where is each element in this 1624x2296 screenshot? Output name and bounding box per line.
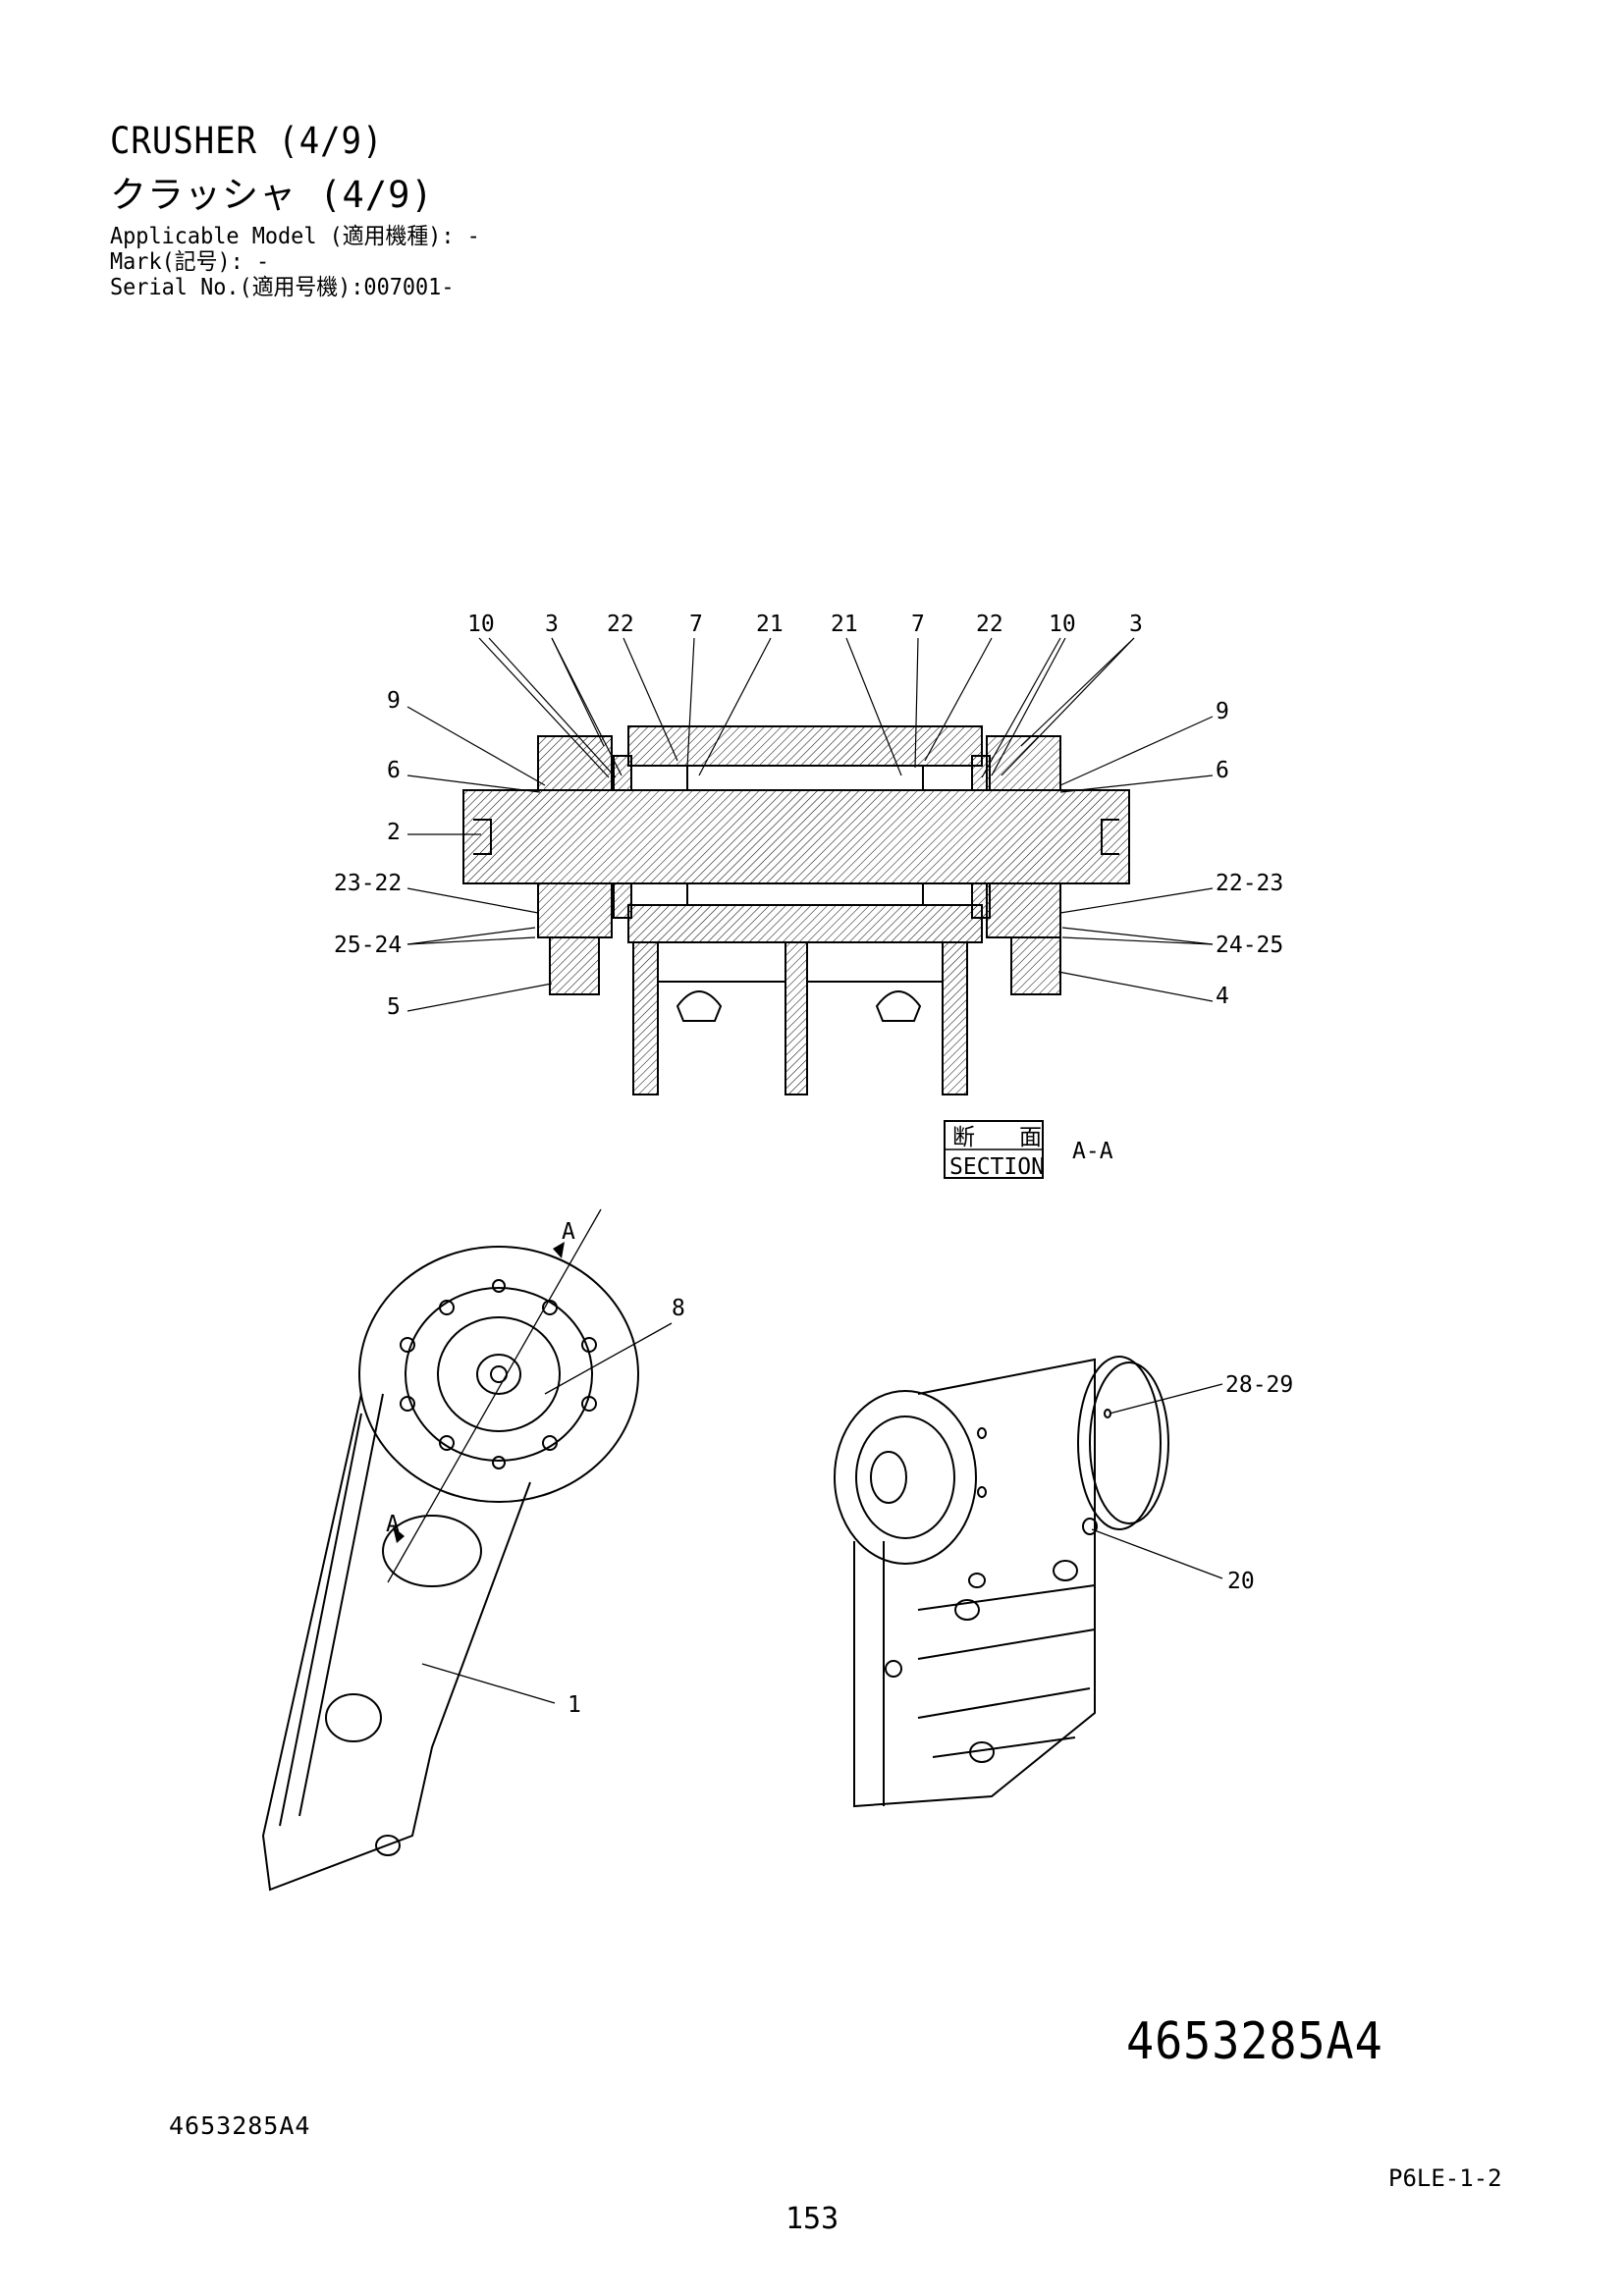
- section-arrow-top: [553, 1242, 565, 1258]
- callout-2: 2: [387, 820, 401, 845]
- section-mark-bottom: A: [386, 1512, 400, 1537]
- section-jp-2: 面: [1019, 1125, 1042, 1150]
- upper-housing: [627, 725, 983, 767]
- drawing-code-small: 4653285A4: [169, 2111, 311, 2140]
- lower-bore: [686, 882, 924, 906]
- callout-22-left: 22: [607, 612, 634, 637]
- upper-bore: [686, 765, 924, 791]
- callout-labels-right: 9 6 22-23 24-25 4: [1216, 699, 1283, 1009]
- callout-24-25: 24-25: [1216, 933, 1283, 958]
- applicable-model: Applicable Model (適用機種): -: [110, 224, 480, 249]
- callout-7-left: 7: [689, 612, 703, 637]
- section-jp-1: 断: [952, 1125, 975, 1150]
- callout-7-right: 7: [911, 612, 925, 637]
- section-suffix: A-A: [1072, 1139, 1113, 1164]
- callout-labels-top: 10 3 22 7 21 21 7 22 10 3: [467, 612, 1143, 637]
- callout-1: 1: [568, 1692, 581, 1718]
- callout-25-24: 25-24: [334, 933, 402, 958]
- page-number: 153: [785, 2202, 839, 2236]
- section-leaders: [406, 637, 1214, 1012]
- callout-28-29: 28-29: [1225, 1372, 1293, 1398]
- page-code: P6LE-1-2: [1388, 2164, 1502, 2192]
- frame-leg-left: [632, 942, 659, 1095]
- crusher-arm-view: [261, 1246, 639, 1892]
- section-view: [462, 725, 1130, 1095]
- right-flange-4: [1010, 936, 1061, 995]
- callout-4: 4: [1216, 984, 1229, 1009]
- title-jp: クラッシャ (4/9): [110, 174, 434, 216]
- crusher-body-view: [834, 1356, 1169, 1808]
- mark-line: Mark(記号): -: [110, 249, 270, 275]
- section-arrow-bottom: [393, 1526, 405, 1543]
- nut-left: [676, 990, 723, 1022]
- callout-23-22: 23-22: [334, 871, 402, 896]
- callout-9-left: 9: [387, 688, 401, 714]
- serial-number: Serial No.(適用号機):007001-: [110, 275, 455, 300]
- shaft: [462, 789, 1130, 884]
- callout-5: 5: [387, 994, 401, 1020]
- frame-leg-right: [942, 942, 968, 1095]
- left-flange-5: [549, 936, 600, 995]
- right-bearing-lower: [986, 882, 1061, 938]
- left-bearing-lower: [537, 882, 613, 938]
- callout-labels-left: 9 6 2 23-22 25-24 5: [334, 688, 402, 1020]
- drawing-code-large: 4653285A4: [1126, 2012, 1383, 2071]
- callout-21-right: 21: [831, 612, 858, 637]
- title-en: CRUSHER (4/9): [110, 120, 384, 162]
- section-en: SECTION: [949, 1154, 1045, 1180]
- arm-leaders: [387, 1208, 673, 1704]
- callout-8: 8: [672, 1296, 685, 1321]
- callout-21-left: 21: [756, 612, 784, 637]
- nut-right: [875, 990, 922, 1022]
- callout-20: 20: [1227, 1569, 1255, 1594]
- callout-3-right: 3: [1129, 612, 1143, 637]
- callout-22-23: 22-23: [1216, 871, 1283, 896]
- callout-10-left: 10: [467, 612, 495, 637]
- callout-9-right: 9: [1216, 699, 1229, 724]
- callout-10-right: 10: [1049, 612, 1076, 637]
- section-mark-top: A: [562, 1219, 575, 1245]
- left-bearing-upper: [537, 735, 613, 791]
- callout-3-left: 3: [545, 612, 559, 637]
- section-label-box: 断 面 SECTION A-A: [944, 1120, 1113, 1180]
- callout-22-right: 22: [976, 612, 1003, 637]
- callout-6-right: 6: [1216, 758, 1229, 783]
- body-leaders: [1091, 1383, 1223, 1579]
- frame-leg-center: [785, 942, 808, 1095]
- lower-housing: [627, 904, 983, 943]
- callout-6-left: 6: [387, 758, 401, 783]
